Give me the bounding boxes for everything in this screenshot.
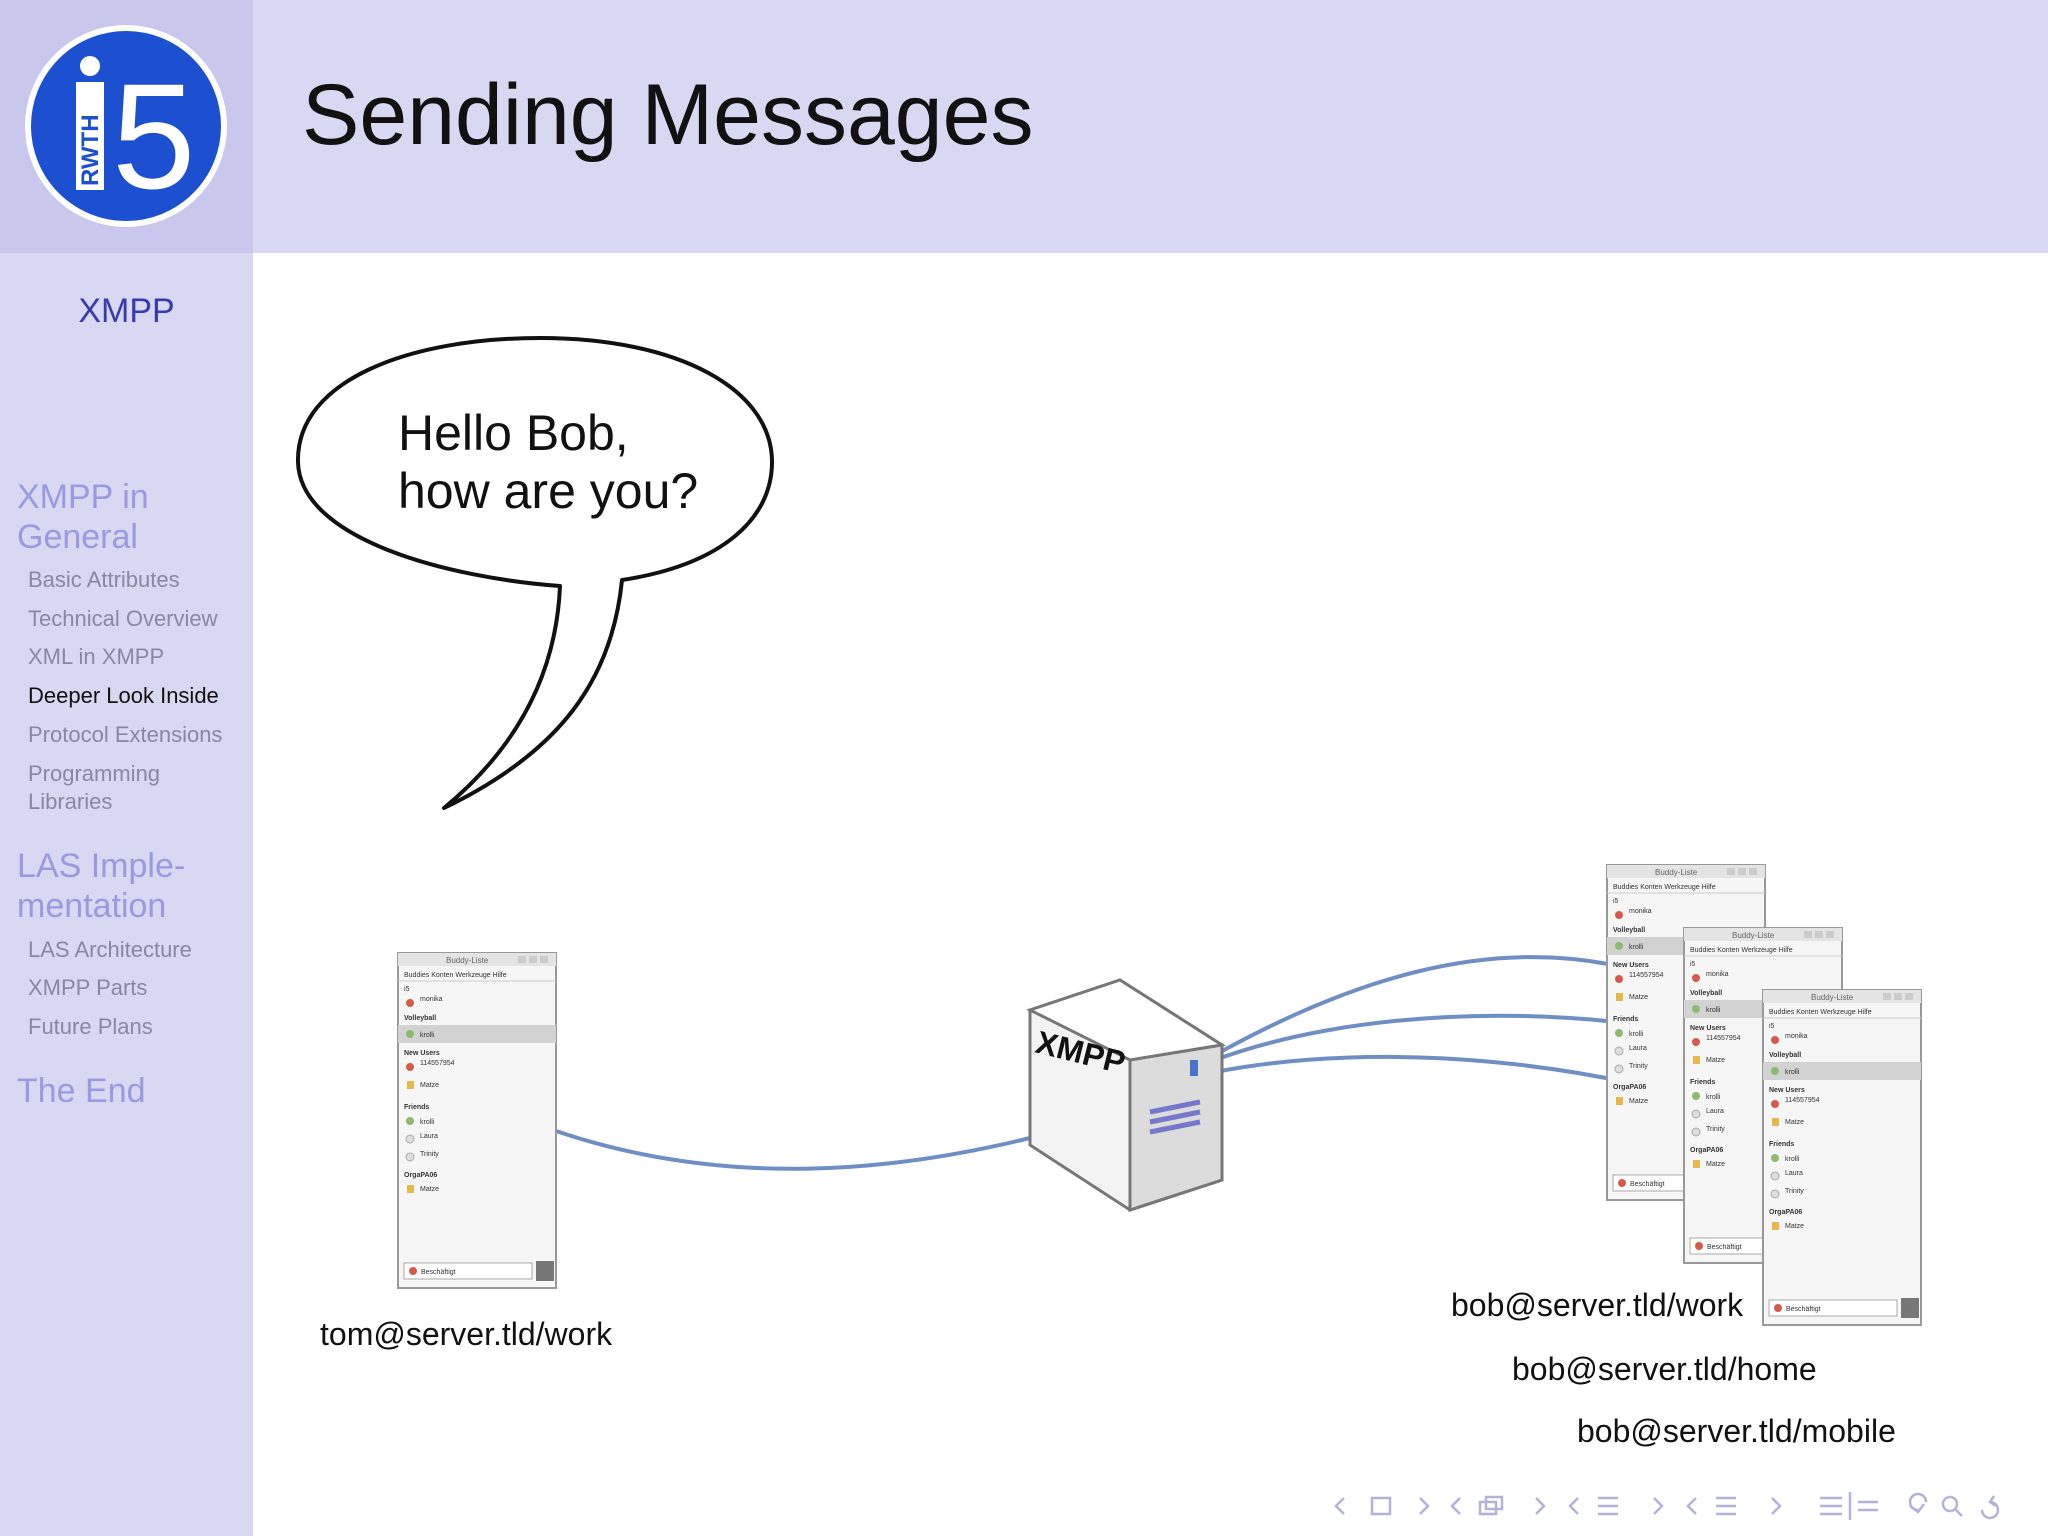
receiver-jid-mobile: bob@server.tld/mobile	[1577, 1413, 1896, 1449]
nav-next-frame-icon	[1419, 1497, 1430, 1515]
bubble-line-2: how are you?	[398, 463, 699, 519]
nav-search-icon	[1941, 1495, 1959, 1513]
nav-next-section-icon	[1653, 1497, 1664, 1515]
nav-item-xmpp-parts[interactable]: XMPP Parts	[28, 975, 148, 1000]
nav-item-las-architecture[interactable]: LAS Architecture	[28, 937, 192, 962]
nav-item-technical-overview[interactable]: Technical Overview	[28, 606, 218, 631]
nav-prev-subsection-icon	[1450, 1497, 1461, 1515]
nav-section-las-implementation[interactable]: LAS Imple-mentation	[17, 847, 186, 925]
tom-client-window	[397, 952, 557, 1289]
connection-server-bob-work	[1214, 955, 1609, 1057]
nav-prev-section-icon	[1568, 1497, 1579, 1515]
nav-item-programming-libraries[interactable]: Programming Libraries	[28, 761, 161, 814]
receiver-jid-work: bob@server.tld/work	[1451, 1287, 1744, 1323]
sender-jid-label: tom@server.tld/work	[320, 1316, 613, 1352]
nav-prev-document-icon	[1686, 1497, 1697, 1515]
speech-bubble-text: Hello Bob, how are you?	[398, 404, 738, 520]
rwth-i5-logo-icon: RWTH 5	[25, 25, 227, 227]
xmpp-server-icon: XMPP	[1026, 978, 1227, 1213]
nav-item-protocol-extensions[interactable]: Protocol Extensions	[28, 722, 223, 747]
nav-frame-icon	[1370, 1496, 1392, 1516]
connection-tom-server	[555, 1129, 1031, 1171]
nav-item-xml-in-xmpp[interactable]: XML in XMPP	[28, 644, 165, 669]
bubble-line-1: Hello Bob,	[398, 405, 629, 461]
nav-next-subsection-icon	[1535, 1497, 1546, 1515]
nav-forward-icon	[1980, 1500, 2000, 1520]
sidebar	[0, 0, 253, 1536]
nav-next-document-icon	[1771, 1497, 1782, 1515]
sidebar-title[interactable]: XMPP	[78, 292, 175, 330]
nav-prev-frame-icon	[1334, 1497, 1345, 1515]
svg-text:5: 5	[112, 52, 195, 220]
nav-item-deeper-look-inside[interactable]: Deeper Look Inside	[28, 683, 219, 708]
speech-bubble	[295, 336, 774, 810]
slide-header	[253, 0, 2048, 253]
slide-title: Sending Messages	[302, 67, 1034, 163]
bob-mobile-client-window	[1762, 989, 1922, 1326]
beamer-navigation-bar	[1334, 1492, 2000, 1520]
nav-item-future-plans[interactable]: Future Plans	[28, 1014, 153, 1039]
nav-section-xmpp-in-general[interactable]: XMPP in General	[17, 478, 149, 556]
logo: RWTH 5	[0, 0, 253, 253]
svg-text:RWTH: RWTH	[77, 114, 104, 186]
nav-item-basic-attributes[interactable]: Basic Attributes	[28, 567, 180, 592]
receiver-jid-home: bob@server.tld/home	[1512, 1351, 1817, 1387]
nav-section-the-end[interactable]: The End	[17, 1072, 146, 1110]
